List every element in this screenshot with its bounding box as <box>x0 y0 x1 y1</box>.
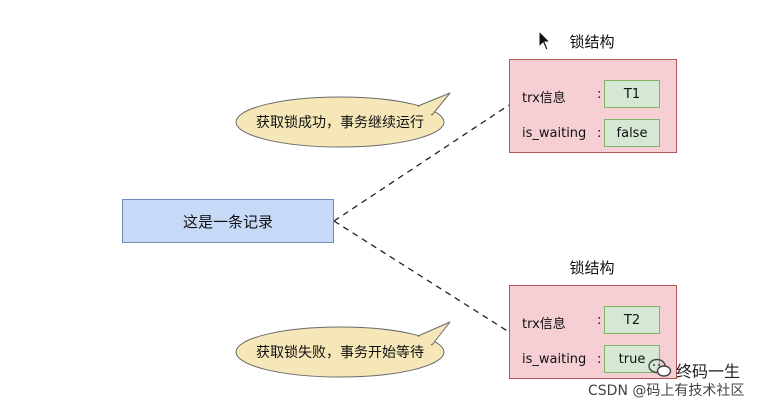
connector-line-success <box>333 104 510 222</box>
lock-title-2: 锁结构 <box>569 259 615 277</box>
watermark-handle: 终码一生 <box>676 362 741 381</box>
field-value-trx-text: T1 <box>623 86 641 102</box>
field-value-is-waiting-text: true <box>618 351 646 367</box>
callout-wait-text: 获取锁失败，事务开始等待 <box>256 345 424 361</box>
wechat-logo-icon <box>648 358 672 377</box>
field-label-trx: trx信息 <box>522 91 566 106</box>
lock-title-1: 锁结构 <box>569 33 615 51</box>
callout-success-text: 获取锁成功，事务继续运行 <box>256 115 424 131</box>
callout-wait-shape <box>235 321 451 378</box>
lock-structure-2: trx信息 : T2 is_waiting : true <box>509 285 677 379</box>
field-separator: : <box>597 352 602 367</box>
connector-line-wait <box>333 220 510 333</box>
mouse-cursor-icon <box>538 30 552 51</box>
field-value-trx: T1 <box>604 80 660 108</box>
lock-structure-1: trx信息 : T1 is_waiting : false <box>509 59 677 153</box>
callout-success-shape <box>235 92 451 148</box>
field-label-trx: trx信息 <box>522 317 566 332</box>
field-separator: : <box>597 126 602 141</box>
record-label: 这是一条记录 <box>182 212 273 231</box>
field-value-trx-text: T2 <box>623 312 641 328</box>
watermark-site: CSDN @码上有技术社区 <box>588 383 745 399</box>
field-separator: : <box>597 313 602 328</box>
field-value-is-waiting: false <box>604 119 660 147</box>
field-label-is-waiting: is_waiting <box>522 126 587 141</box>
field-value-trx: T2 <box>604 306 660 334</box>
field-value-is-waiting: true <box>604 345 660 373</box>
field-separator: : <box>597 87 602 102</box>
field-value-is-waiting-text: false <box>616 125 648 141</box>
record-node: 这是一条记录 <box>122 199 334 243</box>
field-label-is-waiting: is_waiting <box>522 352 587 367</box>
